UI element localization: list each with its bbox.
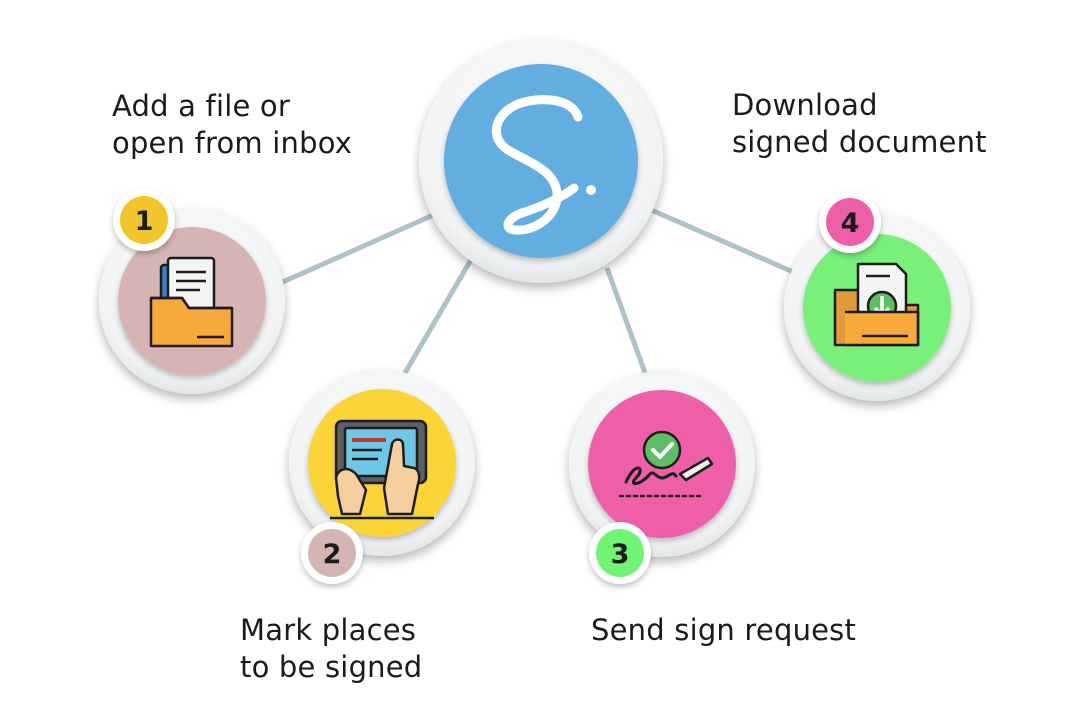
step-1-number: 1 [135,206,154,237]
step-1-badge: 1 [113,189,175,251]
connector-step-2 [392,256,475,392]
center-logo-node [419,39,663,283]
folder-icon [149,256,234,348]
step-1-caption-line-2: open from inbox [112,126,353,160]
step-3-node [569,371,755,557]
step-2-caption-line-2: to be signed [240,650,423,684]
step-3-number: 3 [611,539,630,570]
step-4-caption-line-1: Download [732,88,878,122]
step-4-caption-line-2: signed document [732,125,987,159]
signature-check-icon [618,430,714,498]
signature-logo-icon [491,95,596,235]
connectors [274,202,802,393]
step-2-node [289,370,475,556]
connector-step-3 [604,267,655,393]
step-3-caption: Send sign request [591,612,856,649]
step-1-caption: Add a file or open from inbox [112,88,352,162]
connector-step-1 [274,209,442,288]
step-4-node [784,215,970,401]
step-1-caption-line-1: Add a file or [112,89,291,123]
step-4-caption: Download signed document [732,87,987,161]
step-2-caption-line-1: Mark places [240,613,417,647]
step-2-caption: Mark places to be signed [240,612,422,686]
step-3-caption-line-1: Send sign request [591,613,857,647]
step-4-badge: 4 [819,191,881,253]
step-3-badge: 3 [589,522,651,584]
download-folder-icon [833,262,920,347]
step-1-node [99,208,285,394]
step-4-number: 4 [841,208,860,239]
tablet-hands-icon [330,419,434,520]
connector-step-4 [638,202,802,278]
step-2-number: 2 [323,539,342,570]
step-2-badge: 2 [301,522,363,584]
